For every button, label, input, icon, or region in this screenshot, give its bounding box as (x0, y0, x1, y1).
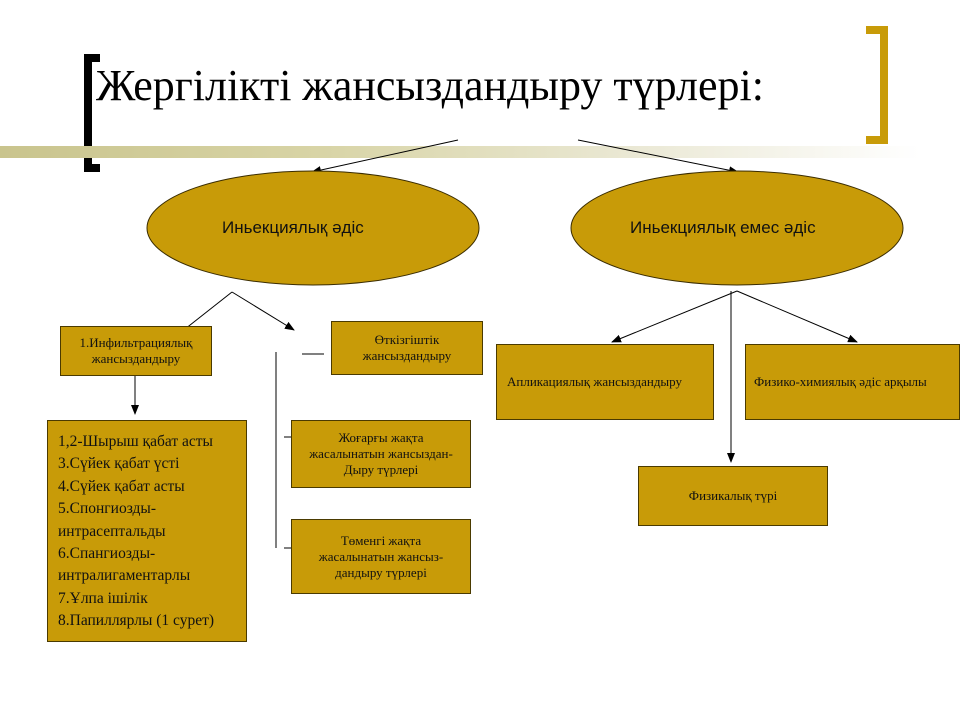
left-bracket-decoration (84, 54, 100, 172)
infiltration-anesthesia-box: 1.Инфильтрациялық жансыздандыру (60, 326, 212, 376)
non-injection-ellipse (570, 170, 904, 286)
lower-jaw-line-2: жасалынатын жансыз- (318, 548, 444, 564)
title-underline-stripe (0, 146, 920, 158)
list-item: 1,2-Шырыш қабат асты (58, 433, 213, 450)
upper-jaw-line-1: Жоғарғы жақта (338, 430, 424, 445)
conduction-anesthesia-box: Өткізгіштік жансыздандыру (331, 321, 483, 375)
application-anesthesia-box: Апликациялық жансыздандыру (496, 344, 714, 420)
physico-chemical-label: Физико-химиялық әдіс арқылы (754, 374, 927, 389)
physico-chemical-box: Физико-химиялық әдіс арқылы (745, 344, 960, 420)
arrow-title-to-non-injection (577, 139, 739, 175)
list-item: 4.Сүйек қабат асты (58, 477, 185, 495)
list-item: 5.Спонгиозды- (58, 500, 157, 518)
arrow-non-injection-to-physico-chemical (736, 290, 858, 343)
arrow-non-injection-to-application (611, 290, 738, 343)
infiltration-line-1: 1.Инфильтрациялық (79, 335, 193, 350)
physical-type-label: Физикалық түрі (688, 488, 778, 503)
physical-type-box: Физикалық түрі (638, 466, 828, 526)
upper-jaw-anesthesia-box: Жоғарғы жақта жасалынатын жансыздан- Дыр… (291, 420, 471, 488)
non-injection-method-label: Иньекциялық емес әдіс (630, 218, 816, 237)
list-item: 7.Ұлпа ішілік (58, 589, 148, 607)
list-item: интрасептальды (58, 522, 166, 540)
lower-jaw-anesthesia-box: Төменгі жақта жасалынатын жансыз- дандыр… (291, 519, 471, 594)
infiltration-line-2: жансыздандыру (91, 351, 181, 366)
injection-ellipse (146, 170, 480, 286)
lower-jaw-line-1: Төменгі жақта (340, 532, 422, 548)
right-bracket-decoration (866, 26, 888, 144)
application-label: Апликациялық жансыздандыру (507, 374, 682, 389)
arrow-title-to-injection (311, 139, 459, 174)
conduction-line-1: Өткізгіштік (374, 332, 440, 347)
upper-jaw-line-2: жасалынатын жансыздан- (309, 446, 453, 461)
list-item: 6.Спангиозды- (58, 545, 156, 563)
injection-method-label: Иньекциялық әдіс (222, 218, 364, 237)
lower-jaw-line-3: дандыру түрлері (335, 564, 427, 580)
upper-jaw-line-3: Дыру түрлері (343, 462, 419, 477)
conduction-line-2: жансыздандыру (362, 348, 452, 363)
slide-title: Жергілікті жансыздандыру түрлері: (96, 61, 764, 110)
infiltration-types-list: 1,2-Шырыш қабат асты 3.Сүйек қабат үсті … (47, 420, 247, 642)
arrow-injection-to-conduction (231, 291, 295, 331)
list-item: интралигаментарлы (58, 567, 191, 585)
list-item: 3.Сүйек қабат үсті (58, 455, 180, 473)
list-item: 8.Папиллярлы (1 сурет) (58, 612, 215, 630)
